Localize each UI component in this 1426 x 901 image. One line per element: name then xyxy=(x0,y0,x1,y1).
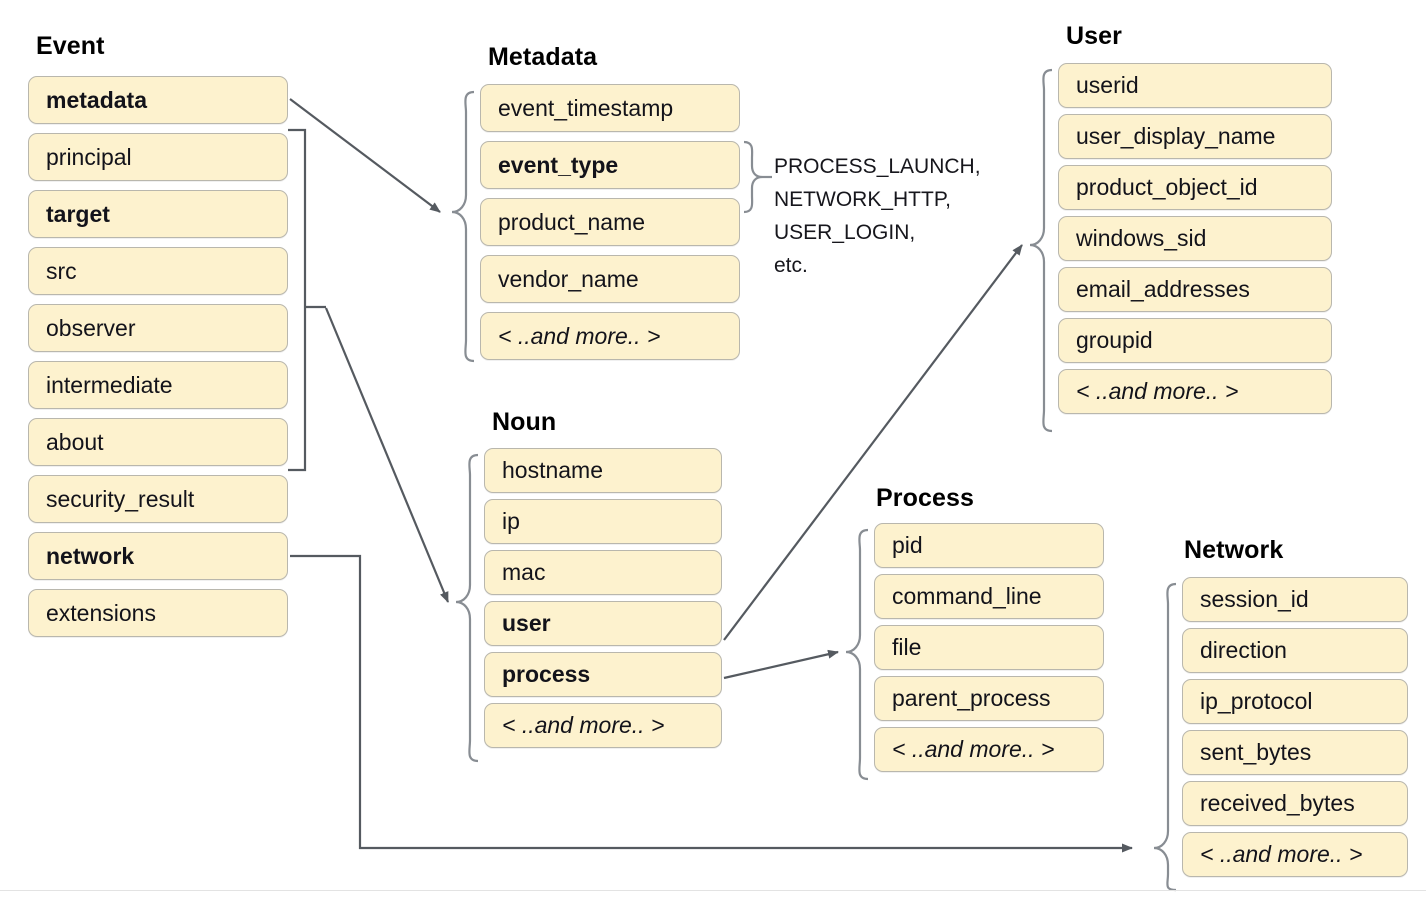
connector-process xyxy=(723,649,839,680)
group-brace-process xyxy=(845,528,869,781)
field-process-parent-process[interactable]: parent_process xyxy=(874,676,1104,721)
field-event-target[interactable]: target xyxy=(28,190,288,238)
field-metadata-vendor-name[interactable]: vendor_name xyxy=(480,255,740,303)
field-user-and-more[interactable]: < ..and more.. > xyxy=(1058,369,1332,414)
field-event-observer[interactable]: observer xyxy=(28,304,288,352)
field-noun-ip[interactable]: ip xyxy=(484,499,722,544)
group-brace-metadata xyxy=(451,90,475,363)
field-network-sent-bytes[interactable]: sent_bytes xyxy=(1182,730,1408,775)
field-metadata-event-type[interactable]: event_type xyxy=(480,141,740,189)
field-process-file[interactable]: file xyxy=(874,625,1104,670)
field-user-windows-sid[interactable]: windows_sid xyxy=(1058,216,1332,261)
field-metadata-product-name[interactable]: product_name xyxy=(480,198,740,246)
connector-metadata xyxy=(289,98,441,213)
field-network-and-more[interactable]: < ..and more.. > xyxy=(1182,832,1408,877)
group-title-process: Process xyxy=(876,484,974,512)
field-user-email-addresses[interactable]: email_addresses xyxy=(1058,267,1332,312)
field-metadata-and-more[interactable]: < ..and more.. > xyxy=(480,312,740,360)
field-event-src[interactable]: src xyxy=(28,247,288,295)
field-event-principal[interactable]: principal xyxy=(28,133,288,181)
field-process-pid[interactable]: pid xyxy=(874,523,1104,568)
field-network-session-id[interactable]: session_id xyxy=(1182,577,1408,622)
group-brace-noun xyxy=(455,453,479,763)
annotation-event-type-values: PROCESS_LAUNCH, NETWORK_HTTP, USER_LOGIN… xyxy=(774,155,981,277)
group-title-event: Event xyxy=(36,32,105,60)
group-title-noun: Noun xyxy=(492,408,557,436)
field-noun-mac[interactable]: mac xyxy=(484,550,722,595)
field-process-and-more[interactable]: < ..and more.. > xyxy=(874,727,1104,772)
field-noun-user[interactable]: user xyxy=(484,601,722,646)
field-user-groupid[interactable]: groupid xyxy=(1058,318,1332,363)
event-fields-bracket xyxy=(288,128,326,472)
field-network-direction[interactable]: direction xyxy=(1182,628,1408,673)
group-title-metadata: Metadata xyxy=(488,43,598,71)
group-brace-user xyxy=(1029,68,1053,433)
group-title-network: Network xyxy=(1184,536,1284,564)
group-title-user: User xyxy=(1066,22,1122,50)
field-metadata-event-timestamp[interactable]: event_timestamp xyxy=(480,84,740,132)
footer-divider xyxy=(0,890,1426,891)
group-brace-network xyxy=(1153,582,1177,892)
field-noun-and-more[interactable]: < ..and more.. > xyxy=(484,703,722,748)
field-user-userid[interactable]: userid xyxy=(1058,63,1332,108)
field-user-product-object-id[interactable]: product_object_id xyxy=(1058,165,1332,210)
connector-noun xyxy=(324,307,450,603)
field-event-security-result[interactable]: security_result xyxy=(28,475,288,523)
field-event-metadata[interactable]: metadata xyxy=(28,76,288,124)
field-network-received-bytes[interactable]: received_bytes xyxy=(1182,781,1408,826)
field-noun-process[interactable]: process xyxy=(484,652,722,697)
field-noun-hostname[interactable]: hostname xyxy=(484,448,722,493)
field-event-about[interactable]: about xyxy=(28,418,288,466)
brace-event-type xyxy=(743,140,772,214)
field-event-extensions[interactable]: extensions xyxy=(28,589,288,637)
field-network-ip-protocol[interactable]: ip_protocol xyxy=(1182,679,1408,724)
field-event-network[interactable]: network xyxy=(28,532,288,580)
field-event-intermediate[interactable]: intermediate xyxy=(28,361,288,409)
field-process-command-line[interactable]: command_line xyxy=(874,574,1104,619)
field-user-display-name[interactable]: user_display_name xyxy=(1058,114,1332,159)
